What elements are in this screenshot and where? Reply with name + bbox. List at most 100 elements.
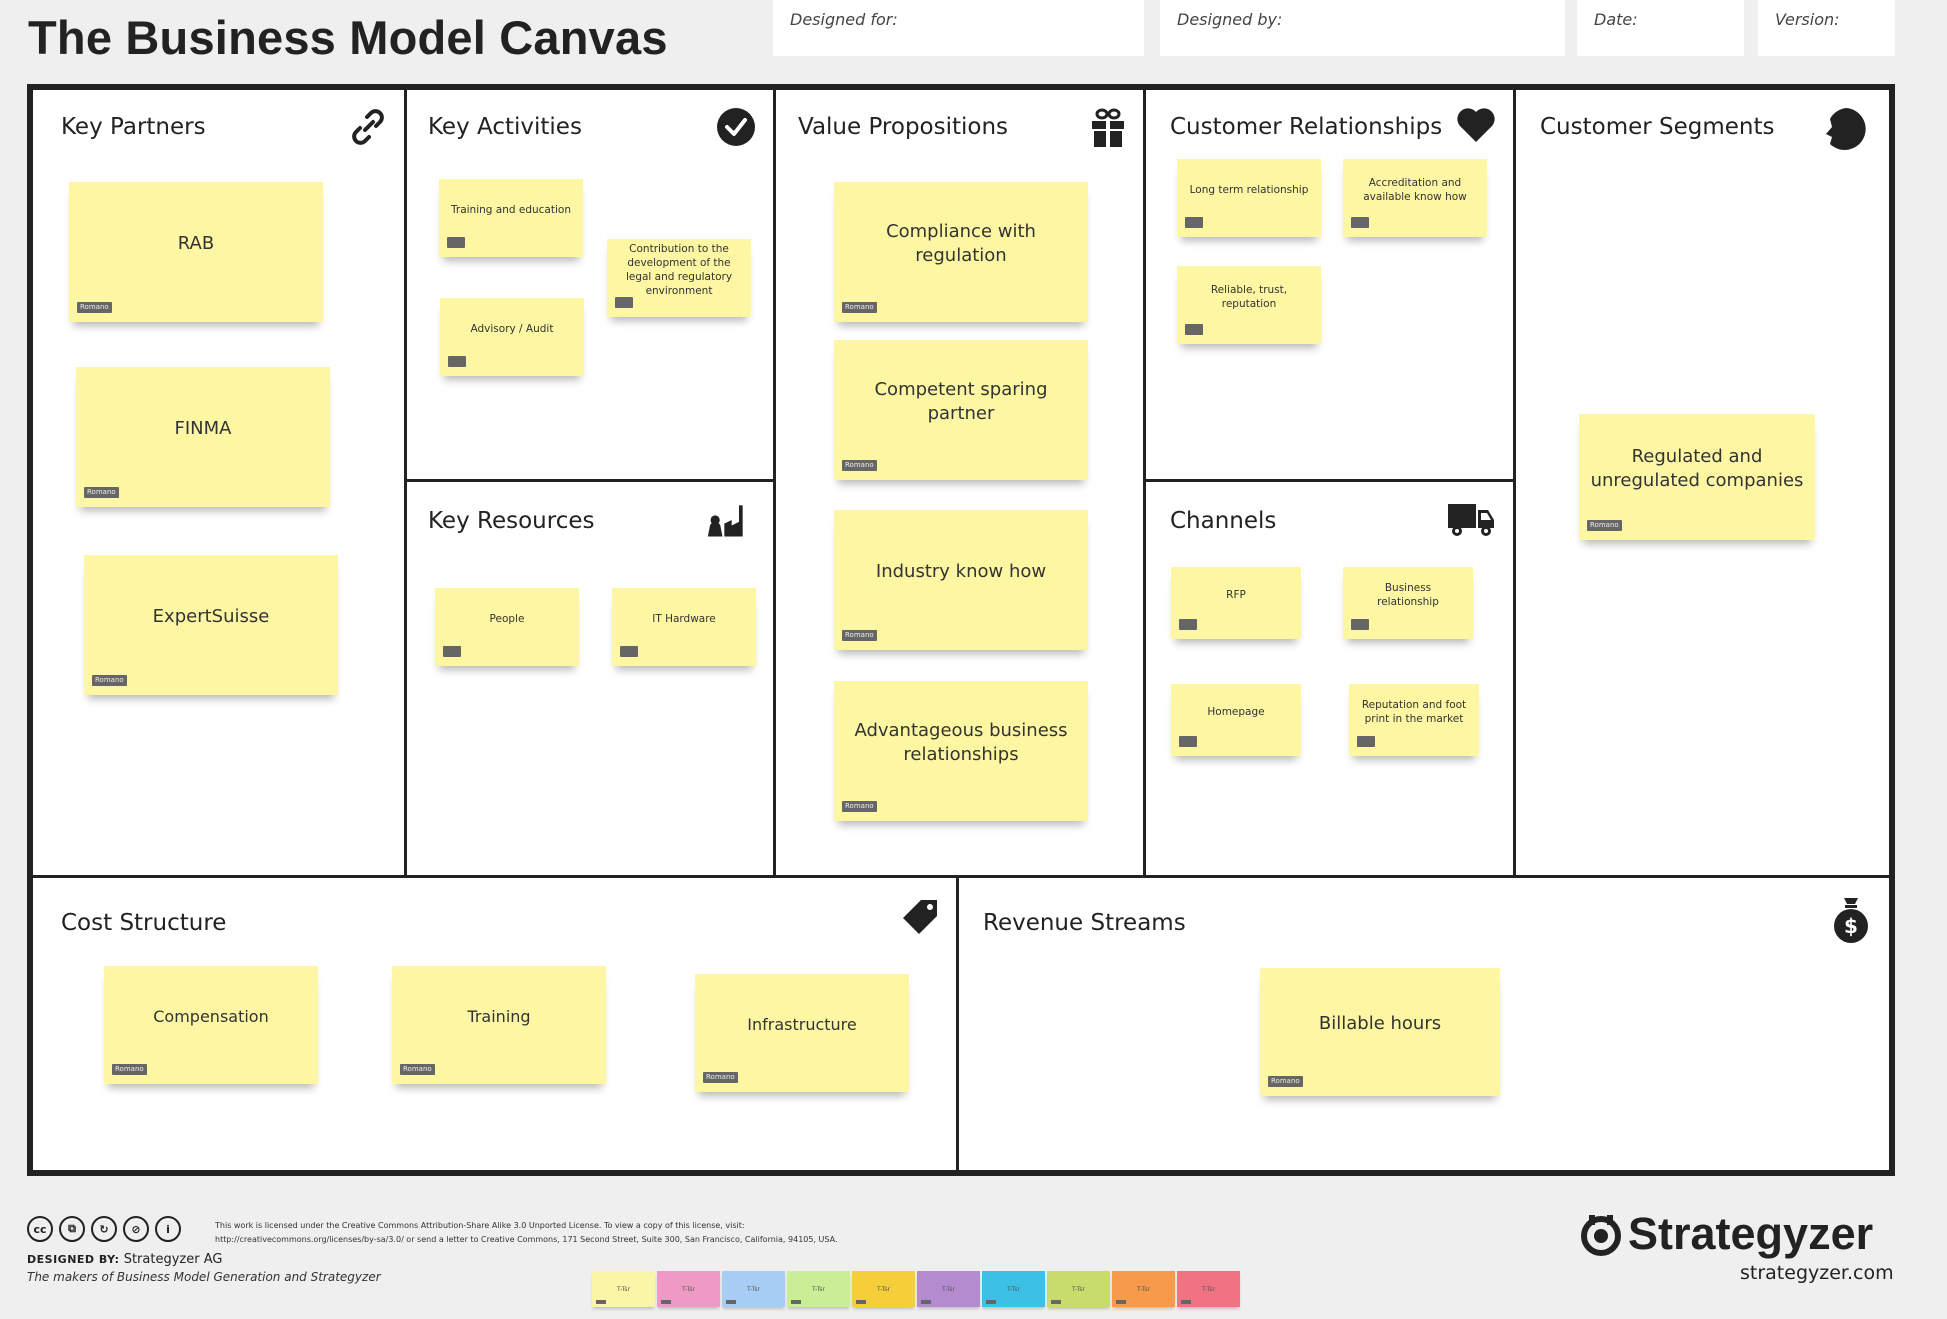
note-text: People [489, 612, 525, 625]
note-text: FINMA [174, 417, 232, 439]
page-title: The Business Model Canvas [28, 11, 668, 64]
sticky-note[interactable]: RFP [1171, 567, 1301, 639]
sticky-note[interactable]: Compensation Romano [104, 966, 318, 1084]
designed-by-label: DESIGNED BY: [27, 1253, 120, 1266]
sticky-note[interactable]: Regulated and unregulated companies Roma… [1579, 414, 1815, 540]
customer-face-icon [1826, 108, 1866, 150]
brand-url-link[interactable]: strategyzer.com [1740, 1262, 1894, 1284]
palette-swatch[interactable]: T-Tsr [852, 1271, 915, 1307]
designed-for-field[interactable]: Designed for: [773, 0, 1144, 56]
sticky-note[interactable]: ExpertSuisse Romano [84, 555, 338, 695]
note-author-tag: Romano [400, 1064, 435, 1075]
divider [1143, 479, 1516, 482]
sticky-note[interactable]: RAB Romano [69, 182, 323, 322]
key-resources-title: Key Resources [428, 508, 595, 534]
makers-tagline: The makers of Business Model Generation … [27, 1270, 381, 1284]
sticky-note[interactable]: People [435, 588, 579, 666]
note-text: Reputation and foot print in the market [1361, 698, 1467, 725]
date-label: Date: [1594, 10, 1638, 29]
palette-swatch[interactable]: T-Tsr [1177, 1271, 1240, 1307]
business-model-canvas: Key Partners RAB Romano FINMA Romano Exp… [27, 84, 1895, 1176]
divider [773, 90, 776, 878]
sticky-note[interactable]: FINMA Romano [76, 367, 330, 507]
note-author-tag: Romano [842, 302, 877, 313]
worker-factory-icon [707, 505, 743, 537]
sticky-note[interactable]: Competent sparing partner Romano [834, 340, 1088, 480]
license-line: This work is licensed under the Creative… [215, 1221, 745, 1230]
sticky-note[interactable]: Long term relationship [1177, 159, 1321, 237]
price-tag-icon [903, 900, 937, 937]
money-bag-icon: $ [1834, 898, 1868, 943]
strategyzer-logo[interactable]: Strategyzer [1578, 1208, 1873, 1260]
sticky-note[interactable]: Training and education [439, 179, 583, 257]
sticky-note[interactable]: Infrastructure Romano [695, 974, 909, 1092]
note-text: Long term relationship [1189, 183, 1309, 196]
note-author-tag [615, 297, 633, 308]
svg-text:$: $ [1844, 914, 1858, 938]
sticky-note[interactable]: Business relationship [1343, 567, 1473, 639]
sticky-note[interactable]: Compliance with regulation Romano [834, 182, 1088, 322]
note-author-tag: Romano [842, 630, 877, 641]
sticky-note[interactable]: Training Romano [392, 966, 606, 1084]
key-partners-title: Key Partners [61, 114, 206, 140]
note-author-tag: Romano [1268, 1076, 1303, 1087]
value-propositions-title: Value Propositions [798, 114, 1009, 140]
note-author-tag: Romano [77, 302, 112, 313]
note-text: Training [467, 1007, 531, 1027]
palette-swatch[interactable]: T-Tsr [1112, 1271, 1175, 1307]
note-author-tag [1351, 619, 1369, 630]
link-icon [352, 109, 384, 145]
sticky-note[interactable]: Advantageous business relationships Roma… [834, 681, 1088, 821]
palette-swatch[interactable]: T-Tsr [592, 1271, 655, 1307]
note-author-tag: Romano [84, 487, 119, 498]
customer-relationships-title: Customer Relationships [1170, 114, 1443, 140]
key-activities-title: Key Activities [428, 114, 582, 140]
divider [33, 875, 1889, 878]
palette-swatch[interactable]: T-Tsr [1047, 1271, 1110, 1307]
palette-swatch[interactable]: T-Tsr [982, 1271, 1045, 1307]
note-author-tag [1185, 217, 1203, 228]
divider [1513, 90, 1516, 878]
brand-name: Strategyzer [1628, 1208, 1874, 1259]
note-text: Industry know how [875, 560, 1047, 582]
attribution-icon: ⧉ [59, 1216, 85, 1242]
divider [404, 479, 776, 482]
note-text: RFP [1226, 588, 1246, 601]
sticky-note[interactable]: Billable hours Romano [1260, 968, 1500, 1096]
sticky-note[interactable]: Reputation and foot print in the market [1349, 684, 1479, 756]
note-author-tag [443, 646, 461, 657]
note-text: Competent sparing partner [874, 378, 1048, 424]
delivery-truck-icon [1448, 504, 1494, 536]
note-author-tag: Romano [1587, 520, 1622, 531]
designed-for-label: Designed for: [790, 10, 898, 29]
note-author-tag [1357, 736, 1375, 747]
sticky-note[interactable]: Reliable, trust, reputation [1177, 266, 1321, 344]
version-field[interactable]: Version: [1758, 0, 1895, 56]
share-alike-icon: ↻ [91, 1216, 117, 1242]
sticky-note[interactable]: Advisory / Audit [440, 298, 584, 376]
note-text: Reliable, trust, reputation [1210, 283, 1288, 310]
note-text: Accreditation and available know how [1363, 176, 1467, 203]
palette-swatch[interactable]: T-Tsr [722, 1271, 785, 1307]
palette-swatch[interactable]: T-Tsr [787, 1271, 850, 1307]
palette-swatch[interactable]: T-Tsr [657, 1271, 720, 1307]
date-field[interactable]: Date: [1577, 0, 1744, 56]
checkmark-icon [717, 108, 755, 146]
note-text: RAB [177, 232, 215, 254]
sticky-note[interactable]: Accreditation and available know how [1343, 159, 1487, 237]
cc-icon: cc [27, 1216, 53, 1242]
sticky-note[interactable]: Industry know how Romano [834, 510, 1088, 650]
note-text: Regulated and unregulated companies [1590, 445, 1804, 491]
sticky-note[interactable]: IT Hardware [612, 588, 756, 666]
designed-by-field[interactable]: Designed by: [1160, 0, 1565, 56]
sticky-note[interactable]: Contribution to the development of the l… [607, 239, 751, 317]
sticky-note[interactable]: Homepage [1171, 684, 1301, 756]
license-link[interactable]: http://creativecommons.org/licenses/by-s… [215, 1235, 838, 1244]
designed-by-value: Strategyzer AG [123, 1252, 223, 1267]
revenue-streams-title: Revenue Streams [983, 910, 1186, 936]
version-label: Version: [1775, 10, 1840, 29]
palette-swatch[interactable]: T-Tsr [917, 1271, 980, 1307]
non-commercial-icon: ⊘ [123, 1216, 149, 1242]
note-text: Compensation [153, 1007, 269, 1027]
note-author-tag [1351, 217, 1369, 228]
